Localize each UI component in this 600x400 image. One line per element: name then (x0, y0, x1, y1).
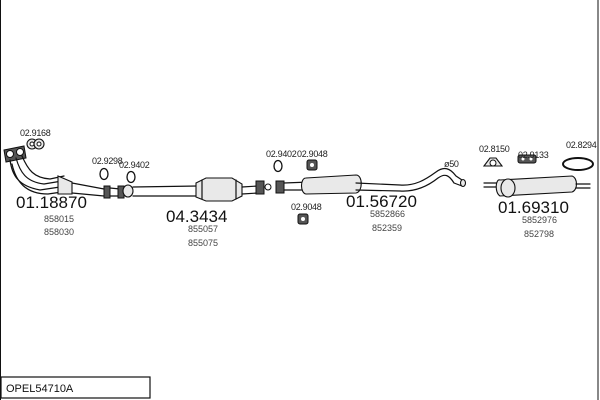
group-main-number: 04.3434 (166, 207, 227, 226)
group-part-number: 855057 (188, 224, 218, 234)
group-part-number: 858030 (44, 227, 74, 237)
accessory-code: 02.9402 (119, 160, 150, 170)
clamp-ring-icon (273, 159, 283, 173)
rubber-hanger-icon (306, 159, 318, 171)
group-part-number: 855075 (188, 238, 218, 248)
gasket-ring-icon (26, 138, 45, 150)
group-part-number: 5852976 (522, 215, 557, 225)
group-main-number: 01.69310 (498, 198, 569, 217)
front-pipe-drawing (3, 145, 125, 199)
accessory-code: 02.9298 (92, 156, 123, 166)
hanger-ring-icon (562, 157, 594, 171)
clamp-ring-icon (126, 170, 136, 184)
catalyst-drawing (122, 177, 272, 202)
title-box (0, 376, 151, 399)
group-main-number: 01.56720 (346, 192, 417, 211)
rubber-block-icon (517, 154, 537, 164)
rear-silencer-drawing (483, 175, 591, 198)
group-main-number: 01.18870 (16, 193, 87, 212)
rubber-mount-icon (482, 157, 504, 167)
accessory-code: 02.9168 (20, 128, 51, 138)
group-part-number: 852798 (524, 229, 554, 239)
accessory-code: 02.9048 (291, 202, 322, 212)
rubber-hanger-icon (297, 213, 309, 225)
group-part-number: 5852866 (370, 209, 405, 219)
group-part-number: 852359 (372, 223, 402, 233)
group-part-number: 858015 (44, 214, 74, 224)
accessory-code: 02.8150 (479, 144, 510, 154)
accessory-code: 02.9133 (518, 150, 549, 160)
middle-silencer-drawing (275, 167, 467, 195)
diagram-title: OPEL54710A (6, 383, 74, 395)
accessory-code: 02.9402 (266, 149, 297, 159)
diameter-note: ø50 (444, 159, 459, 169)
accessory-code: 02.8294 (566, 140, 597, 150)
accessory-code: 02.9048 (297, 149, 328, 159)
clamp-ring-icon (99, 167, 109, 181)
